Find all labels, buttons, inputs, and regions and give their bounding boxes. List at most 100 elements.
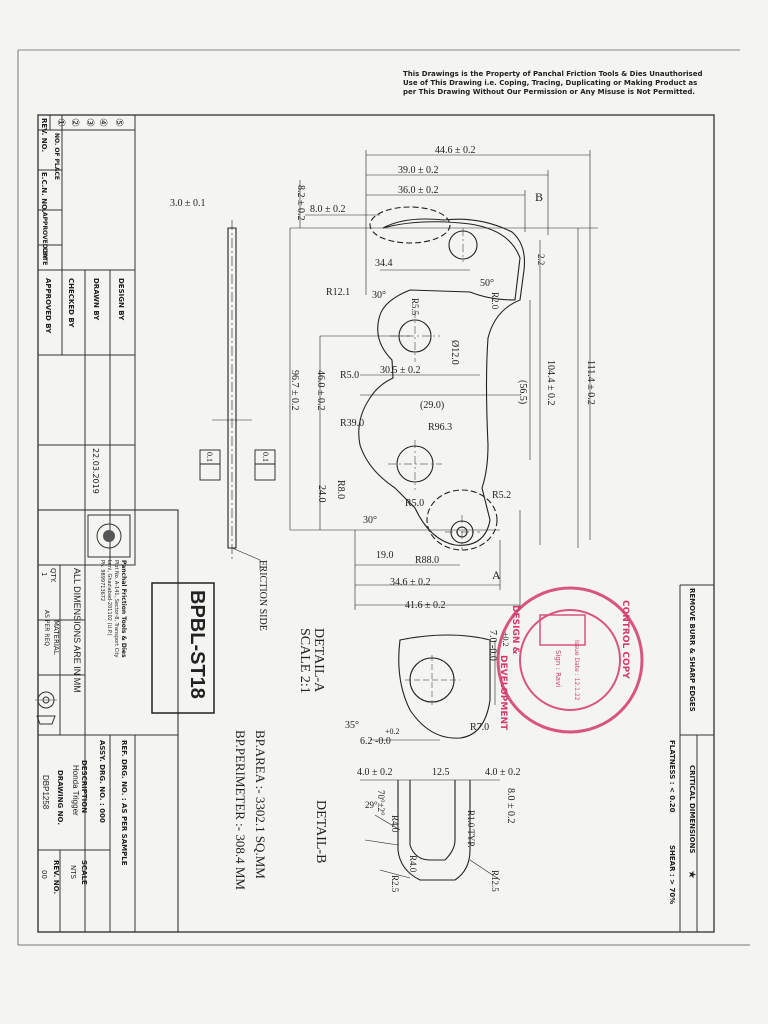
dim-r12-1: R12.1: [326, 287, 351, 298]
dim-phi12: Ø12.0: [449, 340, 460, 365]
company-name: Panchal Friction Tools & Dies: [120, 560, 127, 658]
detail-b-29: 29°: [365, 800, 378, 810]
dim-56-5: (56.5): [517, 380, 528, 405]
dim-r96-3: R96.3: [428, 422, 453, 433]
description-value: Honda Trigger: [71, 765, 80, 816]
detail-b-r4-0b: R4.0: [408, 855, 418, 873]
friction-side-label: FRICTION SIDE: [257, 560, 268, 631]
rev-row-4: ④: [97, 118, 108, 127]
all-dimensions-note: ALL DIMENSIONS ARE IN MM: [72, 568, 82, 693]
rev-row-5: ⑤: [113, 118, 124, 127]
detail-b-r12-5: R12.5: [490, 870, 500, 892]
label-a: A: [492, 568, 501, 582]
critical-star-icon: ★: [686, 870, 697, 879]
dim-2-2: 2.2: [536, 254, 546, 266]
detail-a-7-0: 7.0 -0.0: [487, 630, 498, 661]
dim-r2-0: R2.0: [490, 292, 500, 310]
flatness-note: FLATNESS : < 0.20: [668, 740, 676, 813]
label-b: B: [535, 190, 544, 204]
bp-perimeter: BP.PERIMETER :- 308.4 MM: [233, 730, 248, 890]
detail-a-7-0-tol: +0.2: [501, 632, 510, 647]
rev-no-value: 00: [40, 870, 48, 879]
scale-label: SCALE: [80, 860, 88, 885]
flatness-callout-right: 0.1: [261, 452, 270, 462]
dim-r39-0: R39.0: [340, 418, 365, 429]
drawing-no-label: DRAWING NO.: [56, 770, 64, 825]
bp-area: BP.AREA :- 3302.1 SQ.MM: [253, 730, 268, 879]
detail-a-6-2-tol: +0.2: [385, 727, 400, 736]
qty-value: 1: [40, 572, 48, 577]
critical-dimensions-label: CRITICAL DIMENSIONS: [688, 765, 696, 854]
detail-b-4-0b: 4.0 ± 0.2: [485, 767, 521, 778]
detail-b-r4-0a: R4.0: [390, 815, 400, 833]
remove-burr-note: REMOVE BURR & SHARP EDGES: [688, 588, 696, 712]
rev-row-3: ③: [84, 118, 95, 127]
dim-104-4: 104.4 ± 0.2: [545, 360, 556, 406]
detail-a-scale: SCALE 2:1: [297, 628, 312, 694]
dim-34-6: 34.6 ± 0.2: [390, 577, 431, 588]
detail-a-angle: 35°: [345, 720, 359, 731]
ecn-no-header: E.C.N. NO.: [40, 172, 48, 213]
dim-a50: 50°: [480, 278, 494, 289]
dim-34-4: 34.4: [375, 258, 393, 269]
flatness-callout-left: 0.1: [205, 452, 214, 462]
date-header: DATE: [41, 248, 48, 266]
detail-a-radius: R7.0: [470, 722, 490, 733]
part-name: BPBL-ST18: [186, 590, 208, 699]
detail-b-8-0: 8.0 ± 0.2: [505, 788, 516, 824]
dim-19-0: 19.0: [376, 550, 394, 561]
detail-a-label: DETAIL-A: [311, 628, 326, 693]
stamp-issue-date: Issue Date : 12.1.22: [573, 640, 580, 701]
dim-8-2: 8.2 ± 0.2: [295, 185, 306, 221]
dim-a30b: 30°: [363, 515, 377, 526]
dim-r5-2: R5.2: [492, 490, 512, 501]
dim-46-0: 46.0 ± 0.2: [315, 370, 326, 411]
detail-b-70: 70°±2°: [376, 790, 386, 816]
stamp-sign: Sign : Ravi: [554, 650, 562, 688]
material-value: AS PER REQ: [43, 610, 50, 646]
rev-row-2: ②: [69, 118, 80, 127]
rev-row-1: ①: [55, 118, 66, 127]
stamp-left: DESIGN &: [510, 605, 520, 655]
approved-by-label: APPROVED BY: [44, 278, 52, 334]
description-label: DESCRIPTION: [80, 760, 88, 814]
detail-a-6-2: 6.2 -0.0: [360, 736, 391, 747]
dim-111-4: 111.4 ± 0.2: [585, 360, 596, 405]
stamp-bottom: DEVELOPMENT: [498, 655, 508, 731]
dim-29-0: (29.0): [420, 400, 445, 411]
dim-36-0: 36.0 ± 0.2: [398, 185, 439, 196]
dim-r5-0b: R5.0: [405, 498, 425, 509]
drawn-by-label: DRAWN BY: [92, 278, 100, 321]
company-address-2: Loni, Ghaziabad-201102 (U.P.): [106, 560, 112, 636]
dim-30-5: 30.5 ± 0.2: [380, 365, 421, 376]
company-phone: Ph. 9899713672: [99, 560, 105, 602]
dim-39-0: 39.0 ± 0.2: [398, 165, 439, 176]
part-outline: [358, 218, 526, 546]
dim-a30: 30°: [372, 290, 386, 301]
stamp-top: CONTROL COPY: [620, 600, 630, 679]
dim-41-6: 41.6 ± 0.2: [405, 600, 446, 611]
dim-r5-5: R5.5: [410, 298, 420, 316]
scale-value: NTS: [69, 865, 77, 879]
rev-no-header: REV. NO.: [40, 118, 48, 153]
checked-by-label: CHECKED BY: [67, 278, 75, 328]
dim-r5-0a: R5.0: [340, 370, 360, 381]
material-label: MATERIAL: [52, 620, 60, 655]
detail-b-r1-0: R1.0 TYP.: [466, 810, 476, 848]
assy-drg: ASSY. DRG. NO. : 000: [98, 740, 106, 823]
dim-44-6: 44.6 ± 0.2: [435, 145, 476, 156]
rev-no-label: REV. NO.: [52, 860, 60, 895]
dim-r88-0: R88.0: [415, 555, 440, 566]
ref-drg: REF. DRG. NO. : AS PER SAMPLE: [120, 740, 128, 866]
detail-b-4-0a: 4.0 ± 0.2: [357, 767, 393, 778]
design-by-label: DESIGN BY: [117, 278, 125, 321]
drawing-no-value: DBP1258: [41, 775, 50, 810]
no-of-place-header: NO. OF PLACE: [53, 133, 60, 181]
property-notice: This Drawings is the Property of Panchal…: [403, 70, 703, 96]
detail-b-label: DETAIL-B: [313, 800, 328, 864]
detail-b-r2-5: R2.5: [390, 875, 400, 893]
